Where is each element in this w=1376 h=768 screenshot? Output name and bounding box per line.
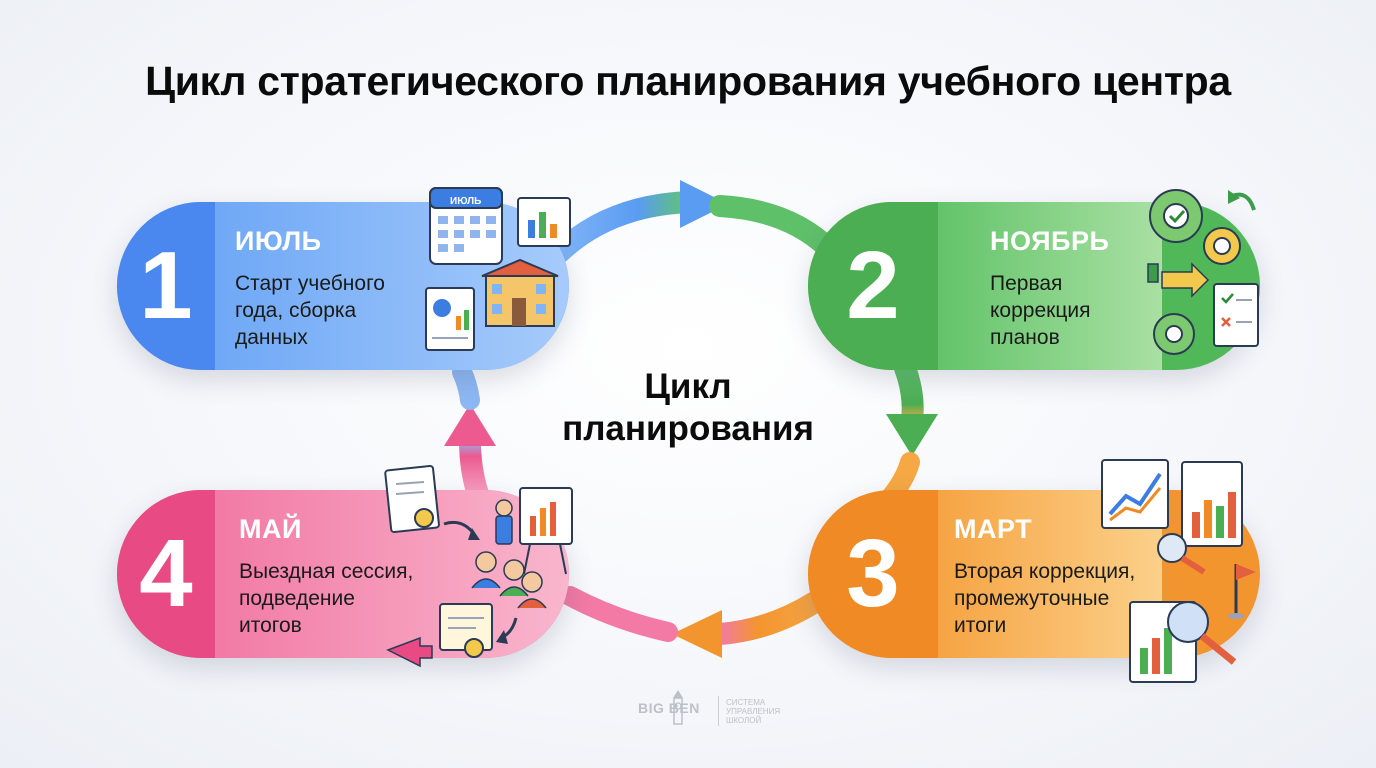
desc-line: подведение xyxy=(239,587,355,610)
bar-chart-icon xyxy=(517,197,571,247)
arrowhead-top xyxy=(680,180,728,228)
subtitle-line: ШКОЛОЙ xyxy=(726,716,762,725)
center-line-1: Цикл xyxy=(644,367,732,406)
desc-line: итогов xyxy=(239,614,302,637)
stage-number: 2 xyxy=(808,202,938,370)
magnifier-icon xyxy=(1129,533,1237,683)
certificate-icon xyxy=(384,464,440,534)
svg-text:ИЮЛЬ: ИЮЛЬ xyxy=(450,196,481,207)
arrow-icon xyxy=(386,520,518,668)
presenter-icon xyxy=(495,487,573,575)
desc-line: Старт учебного xyxy=(235,272,385,295)
stage-description: Старт учебного года, сборка данных xyxy=(235,270,445,351)
audience-icon xyxy=(471,551,547,609)
march-icons xyxy=(1101,459,1256,683)
brand-name: BIG BEN xyxy=(638,700,700,716)
desc-line: Вторая коррекция, xyxy=(954,560,1136,583)
subtitle-line: СИСТЕМА xyxy=(726,698,766,707)
desc-line: итоги xyxy=(954,614,1007,637)
desc-line: планов xyxy=(990,326,1060,349)
report-icon xyxy=(425,287,475,351)
tower-icon xyxy=(673,690,683,725)
gears-icon xyxy=(1149,189,1241,355)
brand-subtitle: СИСТЕМА УПРАВЛЕНИЯ ШКОЛОЙ xyxy=(726,698,780,725)
stage-body: НОЯБРЬ Первая коррекция планов xyxy=(938,202,1162,370)
stage-description: Вторая коррекция, промежуточные итоги xyxy=(954,558,1194,639)
stage-month: НОЯБРЬ xyxy=(990,226,1110,256)
stage-month: МАРТ xyxy=(954,514,1033,544)
desc-line: Выездная сессия, xyxy=(239,560,414,583)
arrowhead-left xyxy=(444,404,496,446)
center-line-2: планирования xyxy=(562,409,814,448)
stage-month: МАЙ xyxy=(239,514,302,544)
calendar-icon: ИЮЛЬ xyxy=(429,187,503,265)
subtitle-line: УПРАВЛЕНИЯ xyxy=(726,707,781,716)
stage-description: Первая коррекция планов xyxy=(990,270,1200,351)
checklist-icon xyxy=(1213,283,1259,347)
july-icons: ИЮЛЬ xyxy=(425,187,571,351)
arrow-icon xyxy=(1147,262,1210,298)
arrow-november-to-march xyxy=(894,357,924,431)
stage-description: Выездная сессия, подведение итогов xyxy=(239,558,479,639)
desc-line: промежуточные xyxy=(954,587,1110,610)
arrowhead-bottom xyxy=(672,610,722,658)
arrow-july-to-november xyxy=(549,191,701,263)
school-building-icon xyxy=(481,258,559,327)
stage-number: 4 xyxy=(117,490,215,658)
stage-number: 3 xyxy=(808,490,938,658)
arrowhead-right xyxy=(886,414,938,456)
cycle-center-label: Цикл планирования xyxy=(518,366,858,450)
bar-chart-icon xyxy=(1181,461,1243,547)
november-icons xyxy=(1147,189,1259,355)
certificate-icon xyxy=(439,603,493,658)
stage-month: ИЮЛЬ xyxy=(235,226,322,256)
may-icons xyxy=(384,464,573,668)
desc-line: Первая xyxy=(990,272,1063,295)
stage-number: 1 xyxy=(117,202,215,370)
page-title: Цикл стратегического планирования учебно… xyxy=(145,58,1231,104)
line-chart-icon xyxy=(1101,459,1169,529)
refresh-arrow-icon xyxy=(1228,190,1256,211)
desc-line: коррекция xyxy=(990,299,1091,322)
logo-divider xyxy=(718,696,719,726)
brand-logo: BIG BEN СИСТЕМА УПРАВЛЕНИЯ ШКОЛОЙ xyxy=(638,690,798,734)
desc-line: года, сборка xyxy=(235,299,357,322)
arrow-march-to-may xyxy=(709,591,826,645)
desc-line: данных xyxy=(235,326,308,349)
flag-icon xyxy=(1228,564,1256,619)
